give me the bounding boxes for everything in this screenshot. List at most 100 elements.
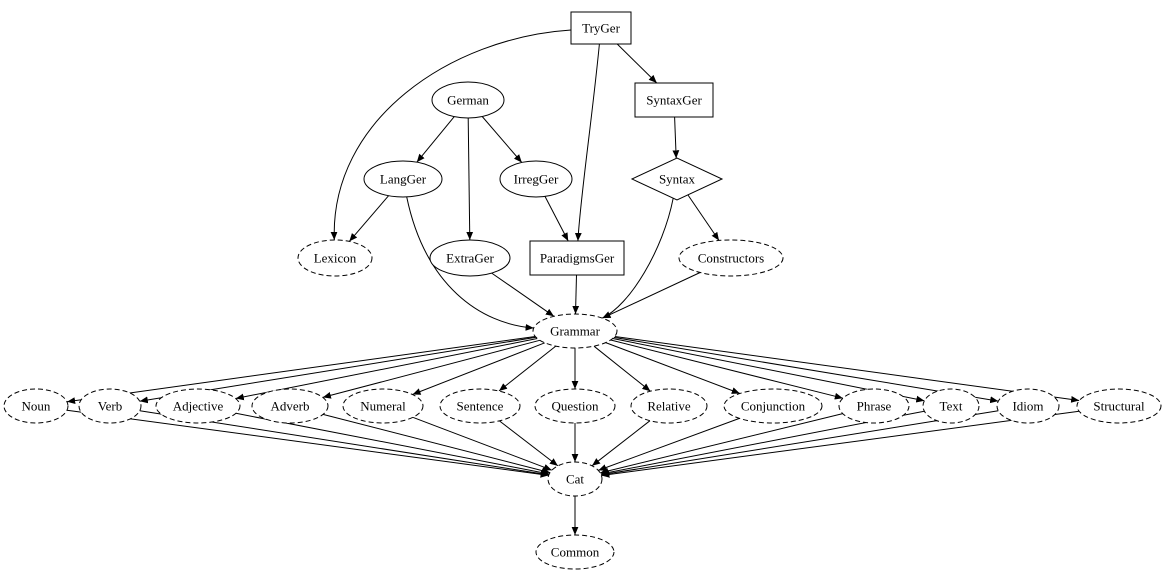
edge-Grammar-to-Conjunction (605, 342, 741, 394)
node-label-Cat: Cat (566, 472, 584, 487)
node-shape-IrregGer (499, 160, 573, 198)
node-Phrase: Phrase (838, 388, 910, 424)
node-label-Common: Common (551, 545, 600, 560)
node-shape-Text (922, 388, 980, 424)
node-label-LangGer: LangGer (380, 172, 427, 187)
node-shape-ExtraGer (429, 239, 511, 277)
node-shape-LangGer (363, 160, 443, 198)
node-label-ExtraGer: ExtraGer (446, 251, 494, 266)
node-Lexicon: Lexicon (297, 239, 373, 277)
node-shape-Cat (547, 461, 603, 497)
node-shape-Conjunction (723, 388, 823, 424)
node-SyntaxGer: SyntaxGer (634, 82, 714, 118)
node-label-Verb: Verb (98, 399, 123, 414)
node-Noun: Noun (3, 388, 69, 424)
node-shape-Verb (78, 388, 142, 424)
node-ParadigmsGer: ParadigmsGer (529, 240, 625, 276)
edge-Relative-to-Cat (591, 420, 651, 467)
node-shape-Question (534, 388, 616, 424)
node-shape-Common (535, 534, 615, 570)
node-shape-Phrase (838, 388, 910, 424)
node-shape-Syntax (630, 157, 724, 201)
edge-Grammar-to-Phrase (610, 339, 844, 400)
node-Text: Text (922, 388, 980, 424)
node-label-Syntax: Syntax (659, 172, 696, 187)
edge-Conjunction-to-Cat (598, 417, 740, 471)
node-Grammar: Grammar (532, 313, 618, 349)
node-Syntax: Syntax (630, 157, 724, 201)
edge-ParadigmsGer-to-Grammar (572, 274, 580, 315)
edge-Syntax-to-Constructors (687, 194, 720, 241)
node-label-German: German (447, 93, 489, 108)
node-label-SyntaxGer: SyntaxGer (646, 93, 702, 108)
node-label-ParadigmsGer: ParadigmsGer (540, 251, 615, 266)
edge-LangGer-to-Grammar (406, 196, 534, 331)
edge-Constructors-to-Grammar (602, 272, 701, 319)
edge-Numeral-to-Cat (412, 416, 553, 471)
edge-Sentence-to-Cat (499, 420, 559, 467)
edge-ExtraGer-to-Grammar (491, 272, 555, 317)
edges-layer (66, 29, 1080, 535)
node-shape-German (431, 81, 505, 119)
edge-Structural-to-Cat (601, 410, 1080, 478)
node-label-Constructors: Constructors (698, 251, 764, 266)
node-Numeral: Numeral (342, 388, 424, 424)
node-IrregGer: IrregGer (499, 160, 573, 198)
edge-Grammar-to-Adverb (322, 339, 540, 399)
edge-Adjective-to-Cat (235, 412, 550, 476)
node-Cat: Cat (547, 461, 603, 497)
node-Conjunction: Conjunction (723, 388, 823, 424)
node-label-TryGer: TryGer (582, 21, 620, 36)
edge-German-to-ExtraGer (466, 117, 474, 241)
node-shape-Constructors (678, 239, 784, 277)
node-shape-Numeral (342, 388, 424, 424)
node-Idiom: Idiom (996, 388, 1060, 424)
node-shape-Lexicon (297, 239, 373, 277)
edge-Noun-to-Cat (66, 409, 549, 478)
node-label-Structural: Structural (1093, 399, 1145, 414)
edge-German-to-LangGer (416, 116, 455, 163)
edge-TryGer-to-Lexicon (330, 29, 572, 241)
edge-Grammar-to-Sentence (498, 345, 557, 392)
node-shape-Noun (3, 388, 69, 424)
node-LangGer: LangGer (363, 160, 443, 198)
edge-Grammar-to-Structural (614, 336, 1080, 403)
edge-SyntaxGer-to-Syntax (672, 116, 680, 159)
node-ExtraGer: ExtraGer (429, 239, 511, 277)
node-Sentence: Sentence (439, 388, 521, 424)
node-Adjective: Adjective (155, 388, 241, 424)
edge-TryGer-to-ParadigmsGer (574, 43, 600, 242)
node-label-Text: Text (940, 399, 963, 414)
edge-Grammar-to-Idiom (613, 336, 999, 404)
node-shape-SyntaxGer (634, 82, 714, 118)
node-label-Adjective: Adjective (173, 399, 224, 414)
node-Common: Common (535, 534, 615, 570)
node-German: German (431, 81, 505, 119)
edge-German-to-IrregGer (481, 116, 523, 163)
node-label-Relative: Relative (647, 399, 691, 414)
node-label-Question: Question (552, 399, 599, 414)
node-shape-Grammar (532, 313, 618, 349)
node-label-Conjunction: Conjunction (741, 399, 806, 414)
node-Adverb: Adverb (251, 388, 329, 424)
edge-Idiom-to-Cat (601, 410, 999, 477)
node-shape-TryGer (570, 11, 632, 45)
edge-Grammar-to-Noun (66, 336, 536, 404)
node-label-Numeral: Numeral (360, 399, 406, 414)
node-label-Adverb: Adverb (271, 399, 310, 414)
node-shape-Adverb (251, 388, 329, 424)
node-label-Lexicon: Lexicon (314, 251, 357, 266)
node-shape-ParadigmsGer (529, 240, 625, 276)
edge-TryGer-to-SyntaxGer (616, 43, 658, 84)
node-shape-Adjective (155, 388, 241, 424)
edge-Syntax-to-Grammar (602, 198, 674, 319)
node-TryGer: TryGer (570, 11, 632, 45)
node-Verb: Verb (78, 388, 142, 424)
edge-Grammar-to-Adjective (235, 338, 538, 401)
node-shape-Structural (1076, 388, 1162, 424)
node-Question: Question (534, 388, 616, 424)
edge-IrregGer-to-ParadigmsGer (544, 196, 569, 242)
edge-Grammar-to-Numeral (412, 342, 545, 395)
node-label-Noun: Noun (22, 399, 51, 414)
